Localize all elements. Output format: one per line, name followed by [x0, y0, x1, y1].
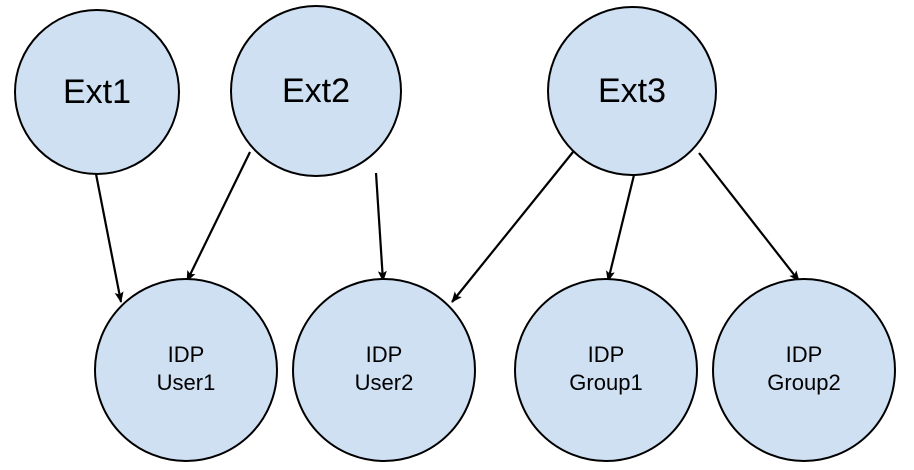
node-idp-user2-label-line1: IDP: [366, 342, 403, 367]
node-idp-group1-label-line1: IDP: [588, 342, 625, 367]
node-idp-group2-label-line2: Group2: [767, 370, 840, 395]
node-idp-group2[interactable]: IDP Group2: [712, 278, 896, 462]
node-ext2-shape[interactable]: [230, 5, 402, 177]
node-idp-group1[interactable]: IDP Group1: [514, 278, 698, 462]
edge-ext3-to-idp-group2: [698, 152, 800, 282]
node-idp-group2-shape[interactable]: [712, 278, 896, 462]
edge-ext3-to-idp-group1: [606, 174, 636, 282]
node-idp-user2-label-line2: User2: [355, 370, 414, 395]
node-idp-group1-shape[interactable]: [514, 278, 698, 462]
node-ext2-label: Ext2: [282, 72, 350, 110]
node-ext2[interactable]: Ext2: [230, 5, 402, 177]
node-idp-user1-shape[interactable]: [94, 278, 278, 462]
node-layer: Ext1 Ext2 Ext3 IDP User1 IDP User2: [14, 5, 896, 462]
edge-ext1-to-idp-user1: [94, 173, 124, 303]
node-idp-user1-label-line2: User1: [157, 370, 216, 395]
node-idp-group2-label-line1: IDP: [786, 342, 823, 367]
node-idp-user1-label-line1: IDP: [168, 342, 205, 367]
node-ext1-label: Ext1: [63, 73, 131, 111]
node-idp-group1-label-line2: Group1: [569, 370, 642, 395]
node-idp-user2-shape[interactable]: [292, 278, 476, 462]
edge-ext2-to-idp-user2: [374, 172, 387, 282]
node-idp-user1[interactable]: IDP User1: [94, 278, 278, 462]
node-ext3-shape[interactable]: [547, 6, 717, 176]
node-ext1-shape[interactable]: [14, 9, 180, 175]
node-ext1[interactable]: Ext1: [14, 9, 180, 175]
node-ext3-label: Ext3: [598, 72, 666, 110]
edge-ext3-to-idp-user2: [451, 151, 574, 303]
node-ext3[interactable]: Ext3: [547, 6, 717, 176]
edge-layer: [94, 151, 800, 303]
node-idp-user2[interactable]: IDP User2: [292, 278, 476, 462]
edge-ext2-to-idp-user1: [186, 151, 251, 282]
